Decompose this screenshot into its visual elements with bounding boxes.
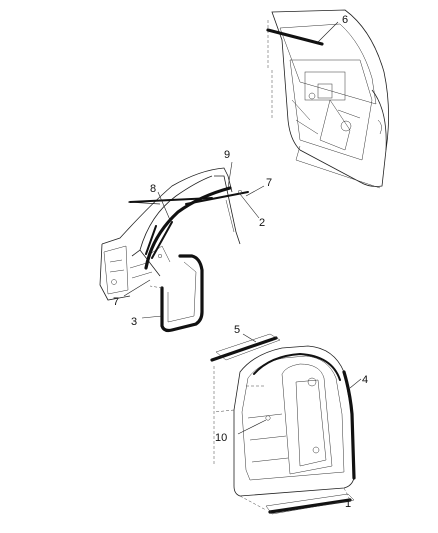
callout-1: 1 (345, 498, 351, 510)
callout-2: 2 (259, 217, 265, 229)
glass-run-seal-6 (266, 28, 324, 46)
callout-10: 10 (215, 432, 227, 444)
door-perimeter-seal-4 (342, 370, 356, 480)
callout-4: 4 (362, 374, 368, 386)
door-opening-seal-3-inner (167, 261, 197, 323)
body-opening-seal-9 (144, 186, 232, 270)
lower-seal-1 (268, 498, 352, 514)
clip-point (157, 253, 163, 259)
drip-rail-2 (129, 197, 213, 203)
door-illustration (213, 345, 355, 497)
inner-seal-4-outline (253, 352, 341, 381)
callout-7-left: 7 (113, 296, 119, 308)
plug-10 (265, 415, 271, 421)
roof-rail-seal-7-top (185, 191, 249, 205)
body-opening-illustration (99, 167, 241, 301)
callout-5: 5 (234, 324, 240, 336)
upper-seal-8 (151, 221, 173, 259)
clip-point (237, 189, 243, 195)
pillar-seal-7-lower (145, 225, 157, 255)
callout-9: 9 (224, 149, 230, 161)
leader-lines (123, 21, 362, 505)
callout-3: 3 (131, 316, 137, 328)
belt-seal-5 (210, 336, 278, 362)
door-opening-seal-3 (160, 254, 204, 333)
callout-8: 8 (150, 183, 156, 195)
callout-6: 6 (342, 14, 348, 26)
door-inner-panel-illustration (267, 9, 389, 189)
callout-7-top: 7 (266, 177, 272, 189)
